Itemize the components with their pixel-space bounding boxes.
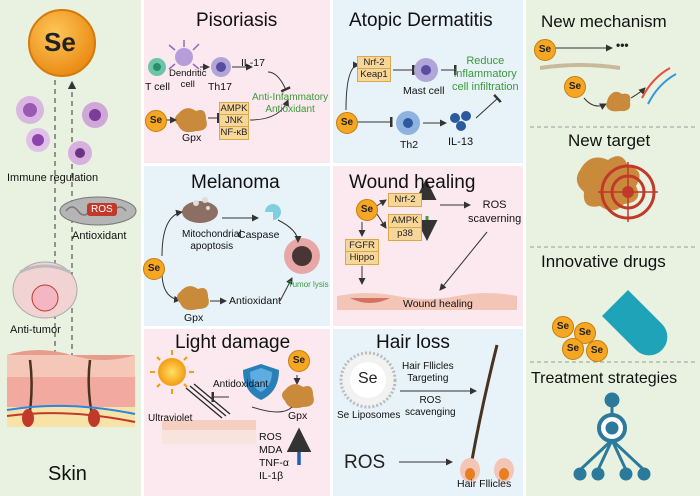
il13-label: IL-13 <box>448 136 474 148</box>
th2-label: Th2 <box>400 139 419 151</box>
caspase-label: Caspase <box>238 229 280 241</box>
se-liposome-label: Se <box>358 370 378 387</box>
ros-badge: ROS <box>87 203 117 216</box>
atopic-title: Atopic Dermatitis <box>349 10 493 31</box>
treatment-strategies-title: Treatment strategies <box>531 370 678 387</box>
hair-follicles-label: Hair Fllicles <box>457 478 512 490</box>
nrf2-wound-box: Nrf-2 <box>388 193 422 207</box>
th17-label: Th17 <box>208 81 232 93</box>
wound-healing-label: Wound healing <box>403 298 473 310</box>
innovative-drugs-title: Innovative drugs <box>541 252 666 271</box>
ros-hair-label: ROS <box>344 452 386 473</box>
antioxidant-melanoma-label: Antioxidant <box>229 295 281 307</box>
skin-section-icon <box>6 350 136 427</box>
shield-icon <box>243 364 279 400</box>
gpx-melanoma-label: Gpx <box>184 312 204 324</box>
se-melanoma-icon: Se <box>143 258 165 280</box>
gpx-label: Gpx <box>182 132 202 144</box>
protein-icon <box>606 91 631 112</box>
mast-cell-label: Mast cell <box>403 85 445 97</box>
se-capsule-3: Se <box>562 338 584 360</box>
psoriasis-title: Pisoriasis <box>196 10 278 31</box>
th2-cell-icon <box>396 111 420 135</box>
liposome-icon <box>339 351 397 409</box>
atopic-effect: Reduce inflammatory cell infiltration <box>452 55 519 93</box>
se-capsule-4: Se <box>586 340 608 362</box>
immune-cells-icon <box>16 96 108 165</box>
light-title: Light damage <box>175 332 291 353</box>
se-capsule-2: Se <box>574 322 596 344</box>
treatment-tree-icon <box>573 392 651 481</box>
antioxidant-label: Antioxidant <box>72 230 127 242</box>
psoriasis-effect: Anti-Infammatory Antioxidant <box>252 92 329 115</box>
scavenging-label: ROS scavenging <box>405 395 456 418</box>
new-mechanism-title: New mechanism <box>541 12 667 31</box>
tumor-lysis-label: Tumor lysis <box>288 280 329 289</box>
se-mech-icon-2: Se <box>564 76 586 98</box>
gpx-enzyme-icon <box>175 108 207 133</box>
se-light-icon: Se <box>288 350 310 372</box>
marker-ros: ROS <box>259 431 282 443</box>
sun-icon <box>150 350 194 394</box>
melanoma-title: Melanoma <box>191 172 280 193</box>
gpx-melanoma-icon <box>177 286 209 311</box>
target-icon <box>576 156 658 222</box>
keap1-box: Keap1 <box>357 68 391 82</box>
p38-box: p38 <box>388 227 422 241</box>
il17-label: IL-17 <box>241 57 265 69</box>
nfkb-box: NF-κB <box>219 126 249 140</box>
anti-tumor-label: Anti-tumor <box>10 324 61 336</box>
se-label: Se <box>44 27 76 57</box>
mito-label: Mitochondrial apoptosis <box>182 229 242 252</box>
skin-label: Skin <box>48 463 87 485</box>
se-mech-icon-1: Se <box>534 39 556 61</box>
tumor-lysis-icon <box>284 238 320 274</box>
il13-icon <box>450 111 471 131</box>
ampk-wound-box: AMPK <box>388 214 422 228</box>
dendritic-label: Dendritic cell <box>169 68 207 90</box>
psoriasis-cells <box>148 40 231 77</box>
ultraviolet-label: Ultraviolet <box>148 413 193 424</box>
mast-cell-icon <box>414 58 438 82</box>
tumor-cell-icon <box>12 261 78 319</box>
mitochondria-melanoma-icon <box>182 197 218 223</box>
antioxidant-light-label: Antidoxidant <box>213 379 269 390</box>
tcell-label: T cell <box>145 81 170 93</box>
wound-skin-icon <box>337 293 517 310</box>
se-wound-icon: Se <box>356 199 378 221</box>
ros-scavering-label: ROS scaverning <box>468 199 522 225</box>
dots-label: ••• <box>616 38 629 52</box>
marker-mda: MDA <box>259 444 283 456</box>
skin-layer-icon <box>162 420 256 444</box>
marker-tnfa: TNF-α <box>259 457 289 469</box>
new-target-title: New target <box>568 131 651 150</box>
se-icon: Se <box>145 110 167 132</box>
capsule-icon <box>602 290 668 356</box>
se-big-icon <box>28 9 96 77</box>
hippo-box: Hippo <box>345 251 379 265</box>
immune-regulation-label: Immune regulation <box>7 172 99 184</box>
hair-title: Hair loss <box>376 332 450 353</box>
se-liposomes-label: Se Liposomes <box>337 410 401 421</box>
wound-title: Wound healing <box>349 172 476 193</box>
caspase-icon <box>265 204 281 220</box>
dna-icon <box>641 67 677 105</box>
se-capsule-1: Se <box>552 316 574 338</box>
hair-follicle-icon <box>460 344 514 482</box>
targeting-label: Hair Fllicles Targeting <box>402 361 454 384</box>
gpx-light-label: Gpx <box>288 410 308 422</box>
gpx-light-icon <box>282 384 314 409</box>
mechanism-membrane-icon <box>539 63 621 70</box>
marker-il1b: IL-1β <box>259 470 284 482</box>
se-atopic-icon: Se <box>336 112 358 134</box>
